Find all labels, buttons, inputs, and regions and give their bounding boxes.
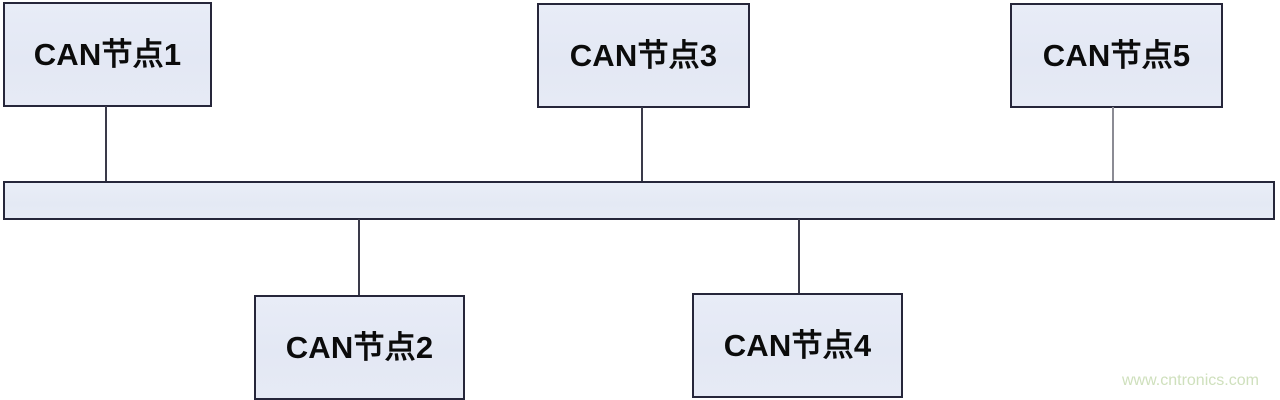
can-node-2-label: CAN节点2	[285, 330, 434, 365]
connector-bus-to-node4	[798, 219, 800, 294]
can-node-5-box[interactable]: CAN节点5	[1010, 3, 1223, 108]
can-node-1-box[interactable]: CAN节点1	[3, 2, 212, 107]
can-node-5-label: CAN节点5	[1042, 38, 1191, 73]
can-node-3-box[interactable]: CAN节点3	[537, 3, 750, 108]
site-watermark: www.cntronics.com	[1122, 372, 1259, 389]
can-bus-backbone[interactable]	[3, 181, 1275, 220]
can-node-3-label: CAN节点3	[569, 38, 718, 73]
connector-bus-to-node2	[358, 219, 360, 296]
can-node-4-label: CAN节点4	[723, 328, 872, 363]
connector-node1-to-bus	[105, 106, 107, 183]
connector-node5-to-bus	[1112, 107, 1114, 183]
connector-node3-to-bus	[641, 107, 643, 183]
can-node-1-label: CAN节点1	[33, 37, 182, 72]
can-node-2-box[interactable]: CAN节点2	[254, 295, 465, 400]
can-node-4-box[interactable]: CAN节点4	[692, 293, 903, 398]
